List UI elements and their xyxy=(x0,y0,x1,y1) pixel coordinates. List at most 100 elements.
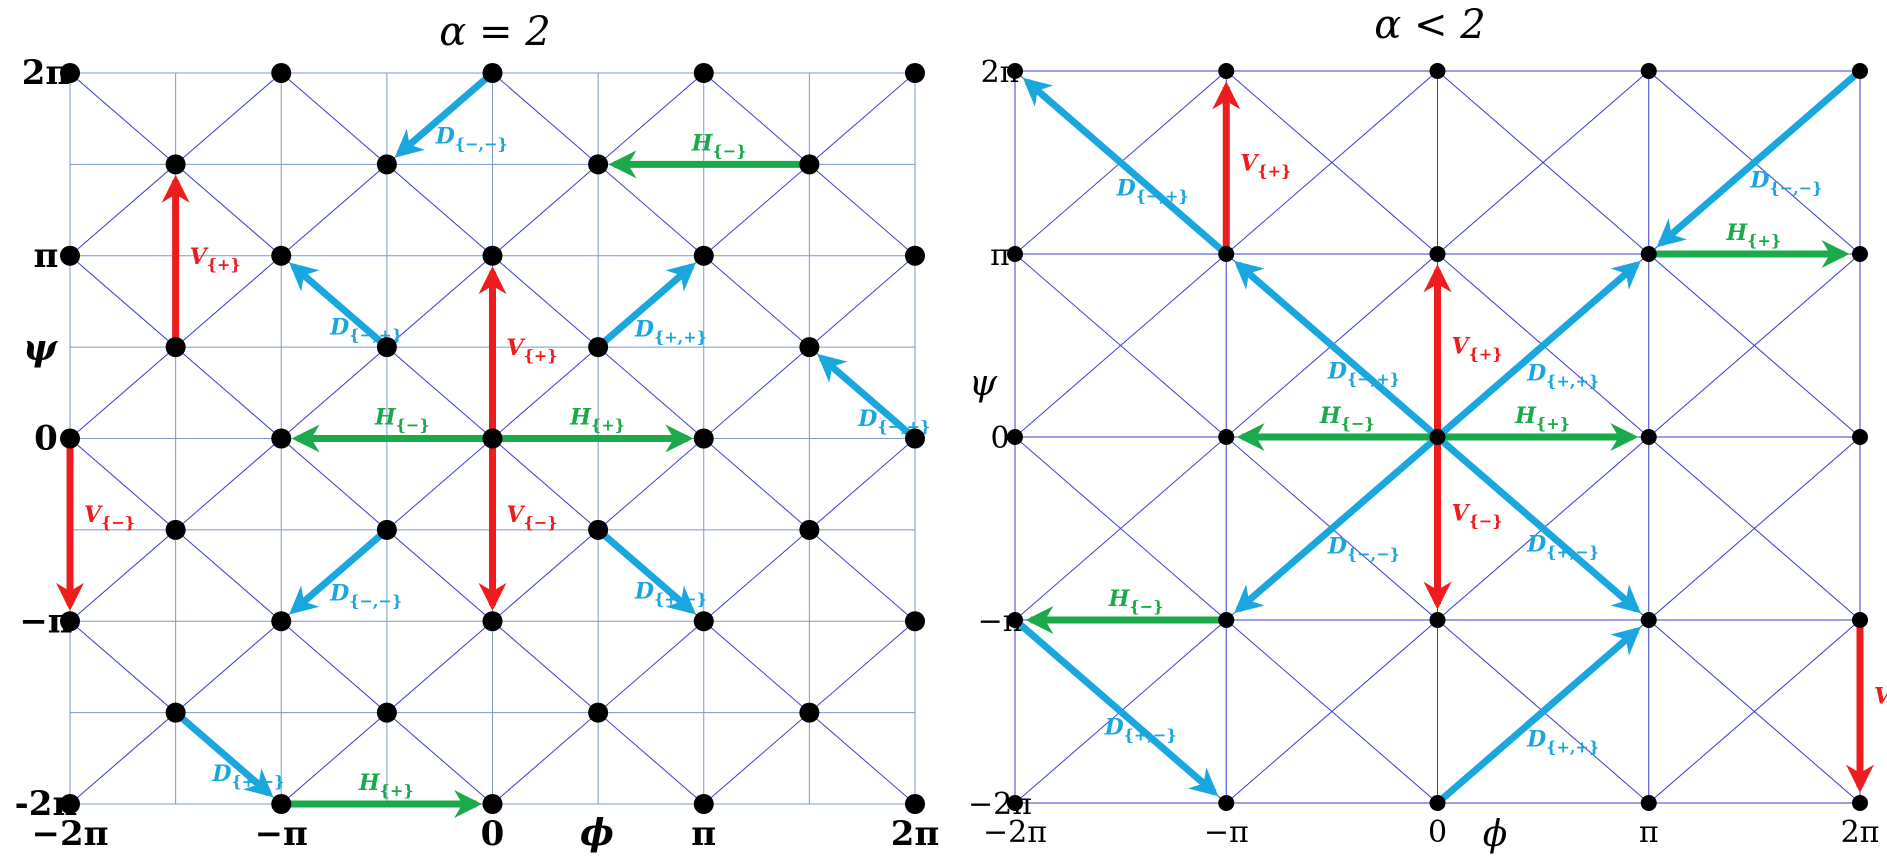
lattice-point xyxy=(1218,795,1235,811)
y-axis-label: ψ xyxy=(23,327,58,369)
lattice-point xyxy=(693,245,714,266)
arrow-d xyxy=(817,353,918,442)
arrow-d xyxy=(289,262,390,350)
arrow-label: H{+} xyxy=(358,770,414,800)
arrow-label: H{−} xyxy=(374,405,430,435)
arrow-d xyxy=(1012,617,1219,797)
lattice-point xyxy=(1007,63,1023,79)
lattice-point xyxy=(1218,429,1235,445)
arrow-label: V{+} xyxy=(1240,151,1291,181)
arrow-label: D{−,+} xyxy=(1116,176,1189,206)
y-tick-label: −π xyxy=(978,604,1023,639)
lattice-point xyxy=(1640,63,1657,79)
arrow-label: H{−} xyxy=(691,130,747,160)
lattice-point xyxy=(271,63,292,83)
lattice-point xyxy=(165,337,186,358)
lattice-point xyxy=(271,245,292,266)
lattice-point xyxy=(271,611,292,632)
lattice-point xyxy=(905,428,925,449)
y-tick-label: π xyxy=(34,236,59,276)
arrow-label: D{+,−} xyxy=(1526,531,1599,561)
y-tick-label: 0 xyxy=(34,419,58,459)
x-tick-label: −π xyxy=(255,814,308,854)
lattice-point xyxy=(482,794,503,814)
arrow-label: D{−,+} xyxy=(1327,359,1400,389)
arrow-d xyxy=(1022,77,1229,257)
lattice-point xyxy=(482,245,503,266)
lattice-point xyxy=(376,337,397,358)
arrow-label: D{−,−} xyxy=(329,580,402,610)
arrow-label: V{+} xyxy=(190,244,241,274)
arrow-label: V{−} xyxy=(84,502,135,532)
x-tick-label: 2π xyxy=(1841,815,1880,850)
arrow-label: D{+,−} xyxy=(634,578,707,608)
lattice-point xyxy=(588,337,609,358)
arrow-label: D{−,−} xyxy=(1327,533,1400,563)
x-axis-label: ϕ xyxy=(580,812,614,854)
y-tick-label: π xyxy=(990,238,1010,273)
lattice-point xyxy=(1218,246,1235,262)
arrow-label: V{−} xyxy=(1452,501,1503,531)
y-tick-label: -2π xyxy=(15,784,78,824)
arrow-label: H{−} xyxy=(1319,403,1375,433)
arrow-label: H{+} xyxy=(1725,220,1781,250)
arrow-label: D{+,+} xyxy=(634,317,707,347)
lattice-points xyxy=(60,63,925,814)
lattice-point xyxy=(588,519,609,540)
lattice-point xyxy=(693,63,714,83)
y-tick-label: 2π xyxy=(22,53,71,93)
lattice-point xyxy=(905,63,925,83)
lattice-point xyxy=(376,154,397,175)
lattice-point xyxy=(1640,612,1657,628)
lattice-point xyxy=(1007,612,1023,628)
x-tick-label: π xyxy=(691,814,716,854)
x-tick-label: −2π xyxy=(31,814,108,854)
panel-title: α = 2 xyxy=(439,9,550,55)
arrow-label: H{+} xyxy=(569,405,625,435)
lattice-point xyxy=(271,428,292,449)
arrows: D{−,−}H{−}V{+}D{−,+}V{+}D{+,+}D{−,+}H{−}… xyxy=(56,70,930,818)
lattice-point xyxy=(1640,429,1657,445)
lattice-point xyxy=(1429,429,1446,445)
arrow-d xyxy=(1234,434,1440,614)
lattice-point xyxy=(799,337,820,358)
lattice-point xyxy=(482,428,503,449)
y-tick-label: 0 xyxy=(990,421,1009,456)
lattice-point xyxy=(376,519,397,540)
lattice-point xyxy=(60,428,80,449)
lattice-point xyxy=(1007,429,1023,445)
lattice-points xyxy=(1007,63,1868,811)
y-axis-label: ψ xyxy=(969,363,998,404)
lattice-point xyxy=(1852,429,1868,445)
lattice-point xyxy=(482,611,503,632)
x-tick-label: π xyxy=(1639,815,1659,850)
lattice-point xyxy=(482,63,503,83)
arrow-label: D{+,−} xyxy=(211,761,284,791)
x-tick-label: 0 xyxy=(1428,815,1447,850)
arrow-label: D{+,−} xyxy=(1104,714,1177,744)
lattice-point xyxy=(693,794,714,814)
y-tick-label: 2π xyxy=(981,55,1020,90)
arrow-d xyxy=(1435,260,1641,440)
panel-title: α < 2 xyxy=(1374,2,1485,48)
lattice-point xyxy=(693,611,714,632)
arrow-d xyxy=(1656,68,1863,248)
arrow-d xyxy=(595,527,696,615)
arrows: D{−,+}V{+}D{−,−}H{+}D{−,+}V{+}D{+,+}H{−}… xyxy=(1012,68,1887,806)
lattice-point xyxy=(60,794,80,814)
lattice-point xyxy=(1429,612,1446,628)
arrow-d xyxy=(1234,260,1440,440)
y-tick-label: −π xyxy=(19,601,72,641)
x-tick-label: 2π xyxy=(891,814,940,854)
lattice-point xyxy=(1640,795,1657,811)
arrow-label: H{+} xyxy=(1514,403,1570,433)
lattice-point xyxy=(1852,795,1868,811)
lattice-point xyxy=(271,794,292,814)
lattice-point xyxy=(1640,246,1657,262)
arrow-label: D{−,−} xyxy=(1749,167,1822,197)
x-tick-label: 0 xyxy=(481,814,505,854)
lattice-point xyxy=(1218,63,1235,79)
lattice-point xyxy=(1852,246,1868,262)
